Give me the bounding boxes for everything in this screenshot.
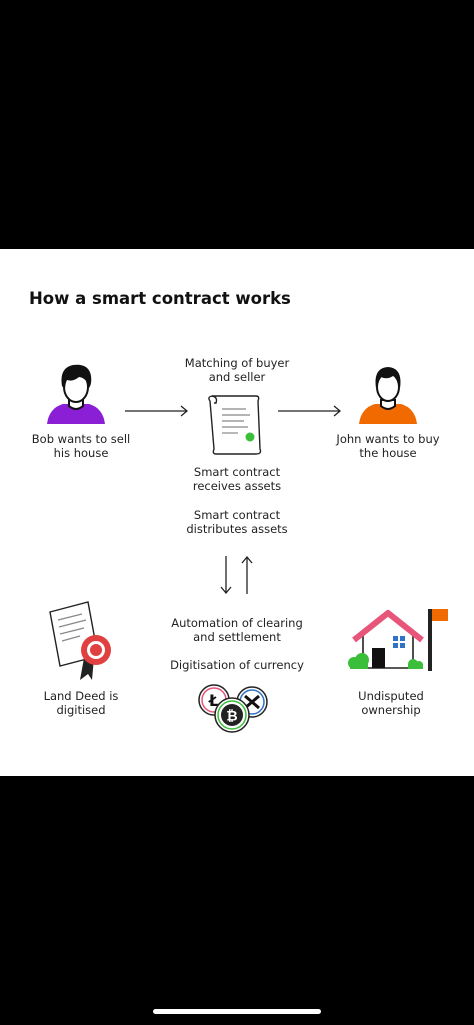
house-icon: [348, 609, 448, 671]
diagram-title: How a smart contract works: [29, 289, 291, 308]
person-john-icon: [359, 367, 417, 424]
home-indicator[interactable]: [153, 1009, 321, 1014]
contract-scroll-icon: [208, 395, 262, 455]
svg-text:₿: ₿: [226, 709, 237, 725]
diagram-panel: [0, 249, 474, 776]
arrow-up-icon: [241, 555, 253, 594]
arrow-down-icon: [220, 556, 232, 595]
label-digitisation: Digitisation of currency: [170, 658, 304, 672]
arrow-right-icon: [278, 405, 342, 417]
land-deed-icon: [49, 601, 111, 680]
svg-text:Ł: Ł: [208, 691, 219, 710]
person-bob-icon: [47, 364, 105, 424]
crypto-coins-icon: Ł ₿: [198, 684, 268, 733]
arrow-right-icon: [125, 405, 189, 417]
